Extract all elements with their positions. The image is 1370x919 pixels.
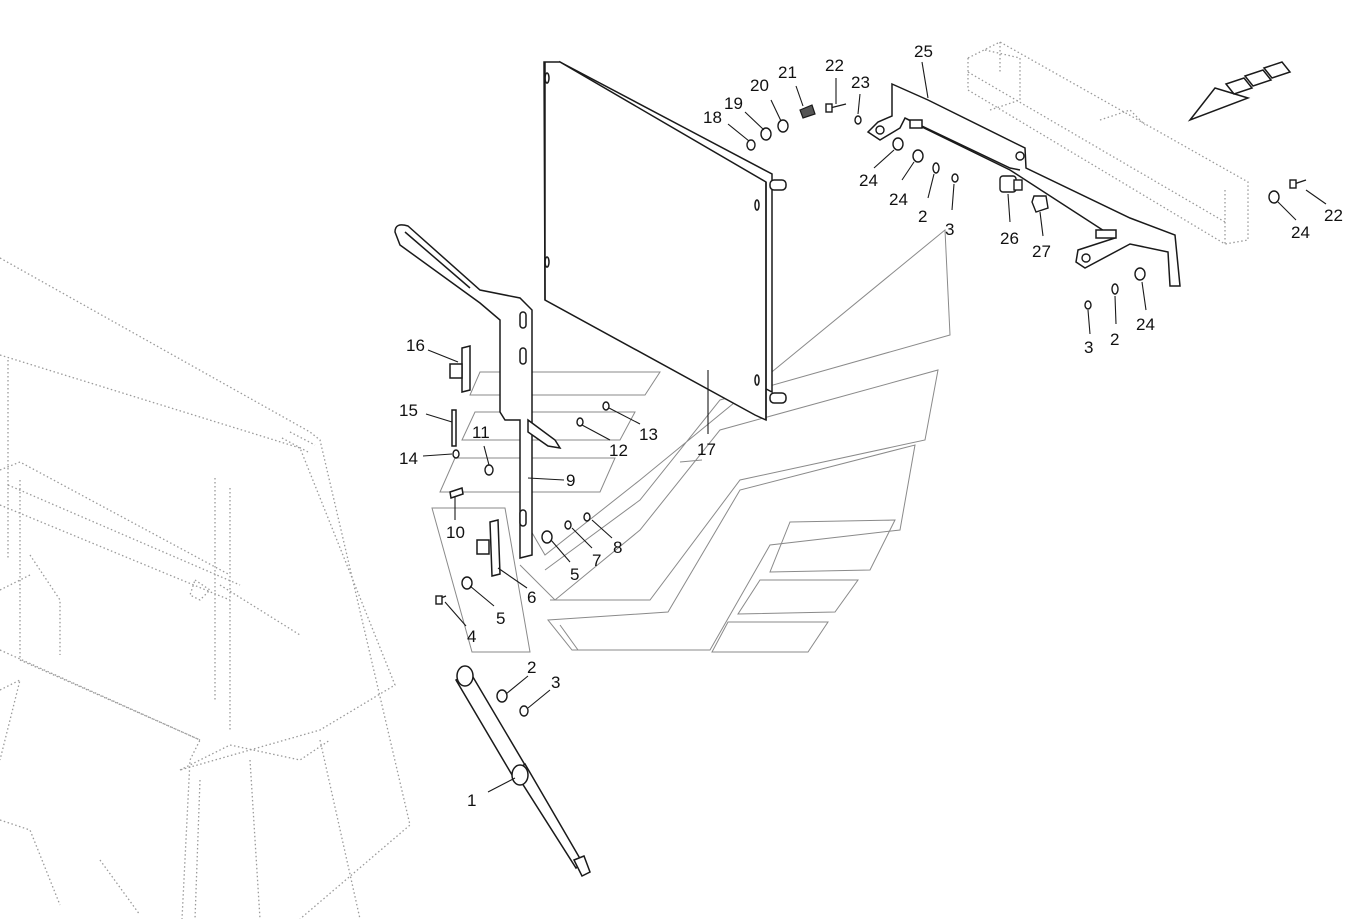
callout-20: 20	[750, 76, 769, 95]
callout-24: 24	[889, 190, 908, 209]
panel-part-17	[543, 60, 787, 422]
callout-3: 3	[945, 220, 954, 239]
callout-2: 2	[527, 658, 536, 677]
hinge-hardware	[449, 345, 501, 577]
machine-body-outline	[0, 257, 411, 919]
callout-labels: 1 2 3 4 5 5 6 7 8 9 10 11 12 13 14 15 16…	[399, 42, 1343, 810]
callout-23: 23	[851, 73, 870, 92]
callout-5: 5	[496, 609, 505, 628]
cover-panel-outline	[431, 228, 951, 653]
callout-10: 10	[446, 523, 465, 542]
mounting-bracket-part-25	[866, 82, 1181, 287]
callout-7: 7	[592, 551, 601, 570]
callout-4: 4	[467, 627, 476, 646]
callout-25: 25	[914, 42, 933, 61]
callout-13: 13	[639, 425, 658, 444]
callout-2: 2	[1110, 330, 1119, 349]
callout-21: 21	[778, 63, 797, 82]
gas-strut-part-1	[454, 665, 591, 878]
callout-15: 15	[399, 401, 418, 420]
callout-11: 11	[472, 423, 490, 442]
callout-22: 22	[825, 56, 844, 75]
callout-leaders	[422, 61, 1327, 793]
callout-12: 12	[609, 441, 628, 460]
callout-17: 17	[697, 440, 716, 459]
callout-26: 26	[1000, 229, 1019, 248]
fastener-hardware	[435, 103, 1307, 717]
callout-1: 1	[467, 791, 476, 810]
callout-27: 27	[1032, 242, 1051, 261]
callout-9: 9	[566, 471, 575, 490]
callout-3: 3	[1084, 338, 1093, 357]
callout-3: 3	[551, 673, 560, 692]
callout-14: 14	[399, 449, 418, 468]
callout-5: 5	[570, 565, 579, 584]
callout-19: 19	[724, 94, 743, 113]
callout-8: 8	[613, 538, 622, 557]
callout-2: 2	[918, 207, 927, 226]
callout-16: 16	[406, 336, 425, 355]
callout-22: 22	[1324, 206, 1343, 225]
support-arm-part-9	[394, 224, 562, 559]
frame-beam-outline	[967, 41, 1249, 245]
callout-6: 6	[527, 588, 536, 607]
callout-24: 24	[859, 171, 878, 190]
callout-18: 18	[703, 108, 722, 127]
direction-arrow-icon	[1187, 61, 1292, 122]
callout-24: 24	[1136, 315, 1155, 334]
callout-24: 24	[1291, 223, 1310, 242]
